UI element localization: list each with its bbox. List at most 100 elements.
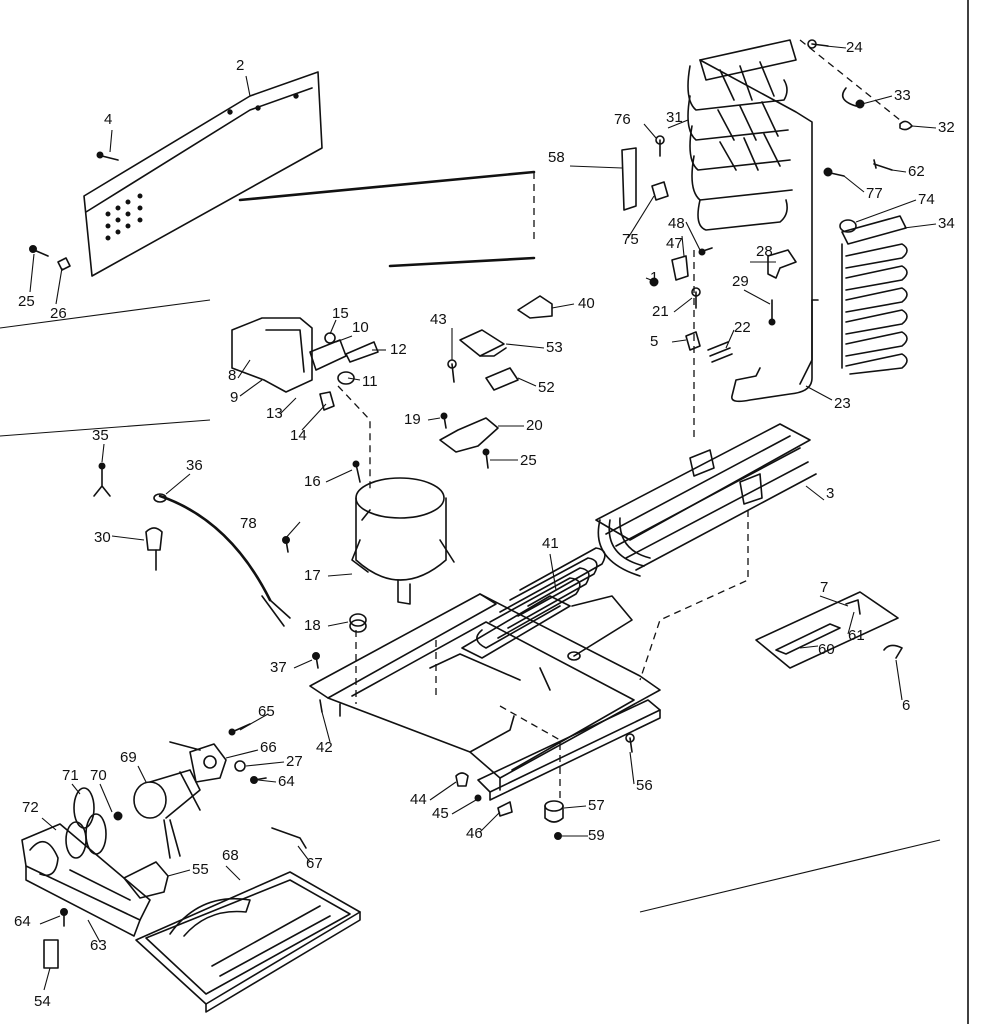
leader-line	[895, 659, 903, 701]
leader-line	[643, 123, 657, 139]
callout-19: 19	[404, 411, 421, 428]
condenser-coil-41	[461, 547, 633, 691]
callout-14: 14	[290, 427, 307, 444]
callout-37: 37	[270, 659, 287, 676]
screw-19	[440, 412, 448, 429]
callout-8: 8	[228, 367, 236, 384]
wire-guide	[337, 385, 371, 490]
callout-64-right: 64	[278, 773, 295, 790]
leader-line	[71, 783, 81, 795]
guide-line	[799, 39, 901, 121]
callout-41: 41	[542, 535, 559, 552]
leader-line	[847, 611, 855, 635]
screw-29	[768, 299, 776, 326]
callout-17: 17	[304, 567, 321, 584]
tube-52	[485, 367, 519, 391]
fan-shroud-63	[21, 823, 151, 937]
callout-57: 57	[588, 797, 605, 814]
callout-29: 29	[732, 273, 749, 290]
bracket-47	[671, 255, 689, 281]
callout-34: 34	[938, 215, 955, 232]
leader-line	[451, 799, 477, 815]
screw-56	[625, 733, 635, 753]
bracket-assembly-7	[755, 591, 899, 669]
guide-line	[639, 510, 749, 681]
leader-line	[629, 751, 635, 785]
screw-21	[691, 287, 701, 309]
evaporator-coil-31	[687, 39, 813, 385]
grommet-32	[899, 120, 913, 131]
leader-line	[347, 377, 361, 381]
screw-16	[352, 460, 361, 483]
leader-line	[855, 199, 917, 223]
clamp-53	[459, 329, 507, 357]
callout-21: 21	[652, 303, 669, 320]
leader-line	[685, 221, 701, 251]
clip-26	[57, 257, 71, 271]
callout-58: 58	[548, 149, 565, 166]
screw-78	[282, 536, 290, 553]
callout-61: 61	[848, 627, 865, 644]
screw-4	[96, 151, 119, 161]
leader-line	[327, 573, 353, 577]
leader-line	[99, 783, 113, 813]
leader-line	[41, 817, 57, 831]
plug-74	[839, 219, 857, 233]
callout-6: 6	[902, 697, 910, 714]
leader-line	[861, 95, 893, 105]
callout-32: 32	[938, 119, 955, 136]
nut-70	[113, 811, 123, 821]
callout-46: 46	[466, 825, 483, 842]
leader-line	[321, 711, 331, 743]
leader-line	[225, 865, 241, 881]
screw-25	[29, 245, 49, 257]
screw-45	[474, 794, 482, 802]
leader-line	[819, 595, 849, 607]
leader-line	[239, 379, 263, 397]
callout-70: 70	[90, 767, 107, 784]
callout-27: 27	[286, 753, 303, 770]
fan-motor-69	[133, 769, 201, 859]
capacitor-30	[145, 527, 163, 571]
callout-12: 12	[390, 341, 407, 358]
wire-harness-36	[153, 493, 291, 627]
leader-line	[55, 267, 63, 305]
callout-45: 45	[432, 805, 449, 822]
clip-35	[93, 462, 111, 497]
scan-line	[0, 419, 211, 437]
bracket-55	[123, 861, 169, 899]
screw-64	[250, 776, 267, 784]
leader-line	[569, 165, 623, 169]
leader-line	[109, 129, 113, 153]
callout-22: 22	[734, 319, 751, 336]
screw-77	[823, 167, 845, 177]
callout-5: 5	[650, 333, 658, 350]
bolt-62	[873, 159, 893, 171]
callout-28: 28	[756, 243, 773, 260]
leader-line	[279, 397, 297, 415]
leader-line	[297, 845, 311, 863]
screw-48	[698, 247, 713, 256]
callout-63: 63	[90, 937, 107, 954]
callout-24: 24	[846, 39, 863, 56]
callout-33: 33	[894, 87, 911, 104]
callout-55: 55	[192, 861, 209, 878]
screw-59	[554, 832, 562, 840]
leader-line	[301, 403, 327, 431]
callout-31: 31	[666, 109, 683, 126]
callout-54: 54	[34, 993, 51, 1010]
leader-line	[427, 417, 441, 421]
leader-line	[627, 195, 655, 239]
callout-16: 16	[304, 473, 321, 490]
leader-line	[551, 303, 575, 309]
callout-76: 76	[614, 111, 631, 128]
bracket-40	[517, 295, 553, 319]
screw-37	[312, 652, 320, 669]
screw-64b	[60, 908, 68, 927]
leader-line	[903, 223, 937, 229]
leader-line	[645, 277, 657, 283]
callout-77: 77	[866, 185, 883, 202]
callout-69: 69	[120, 749, 137, 766]
